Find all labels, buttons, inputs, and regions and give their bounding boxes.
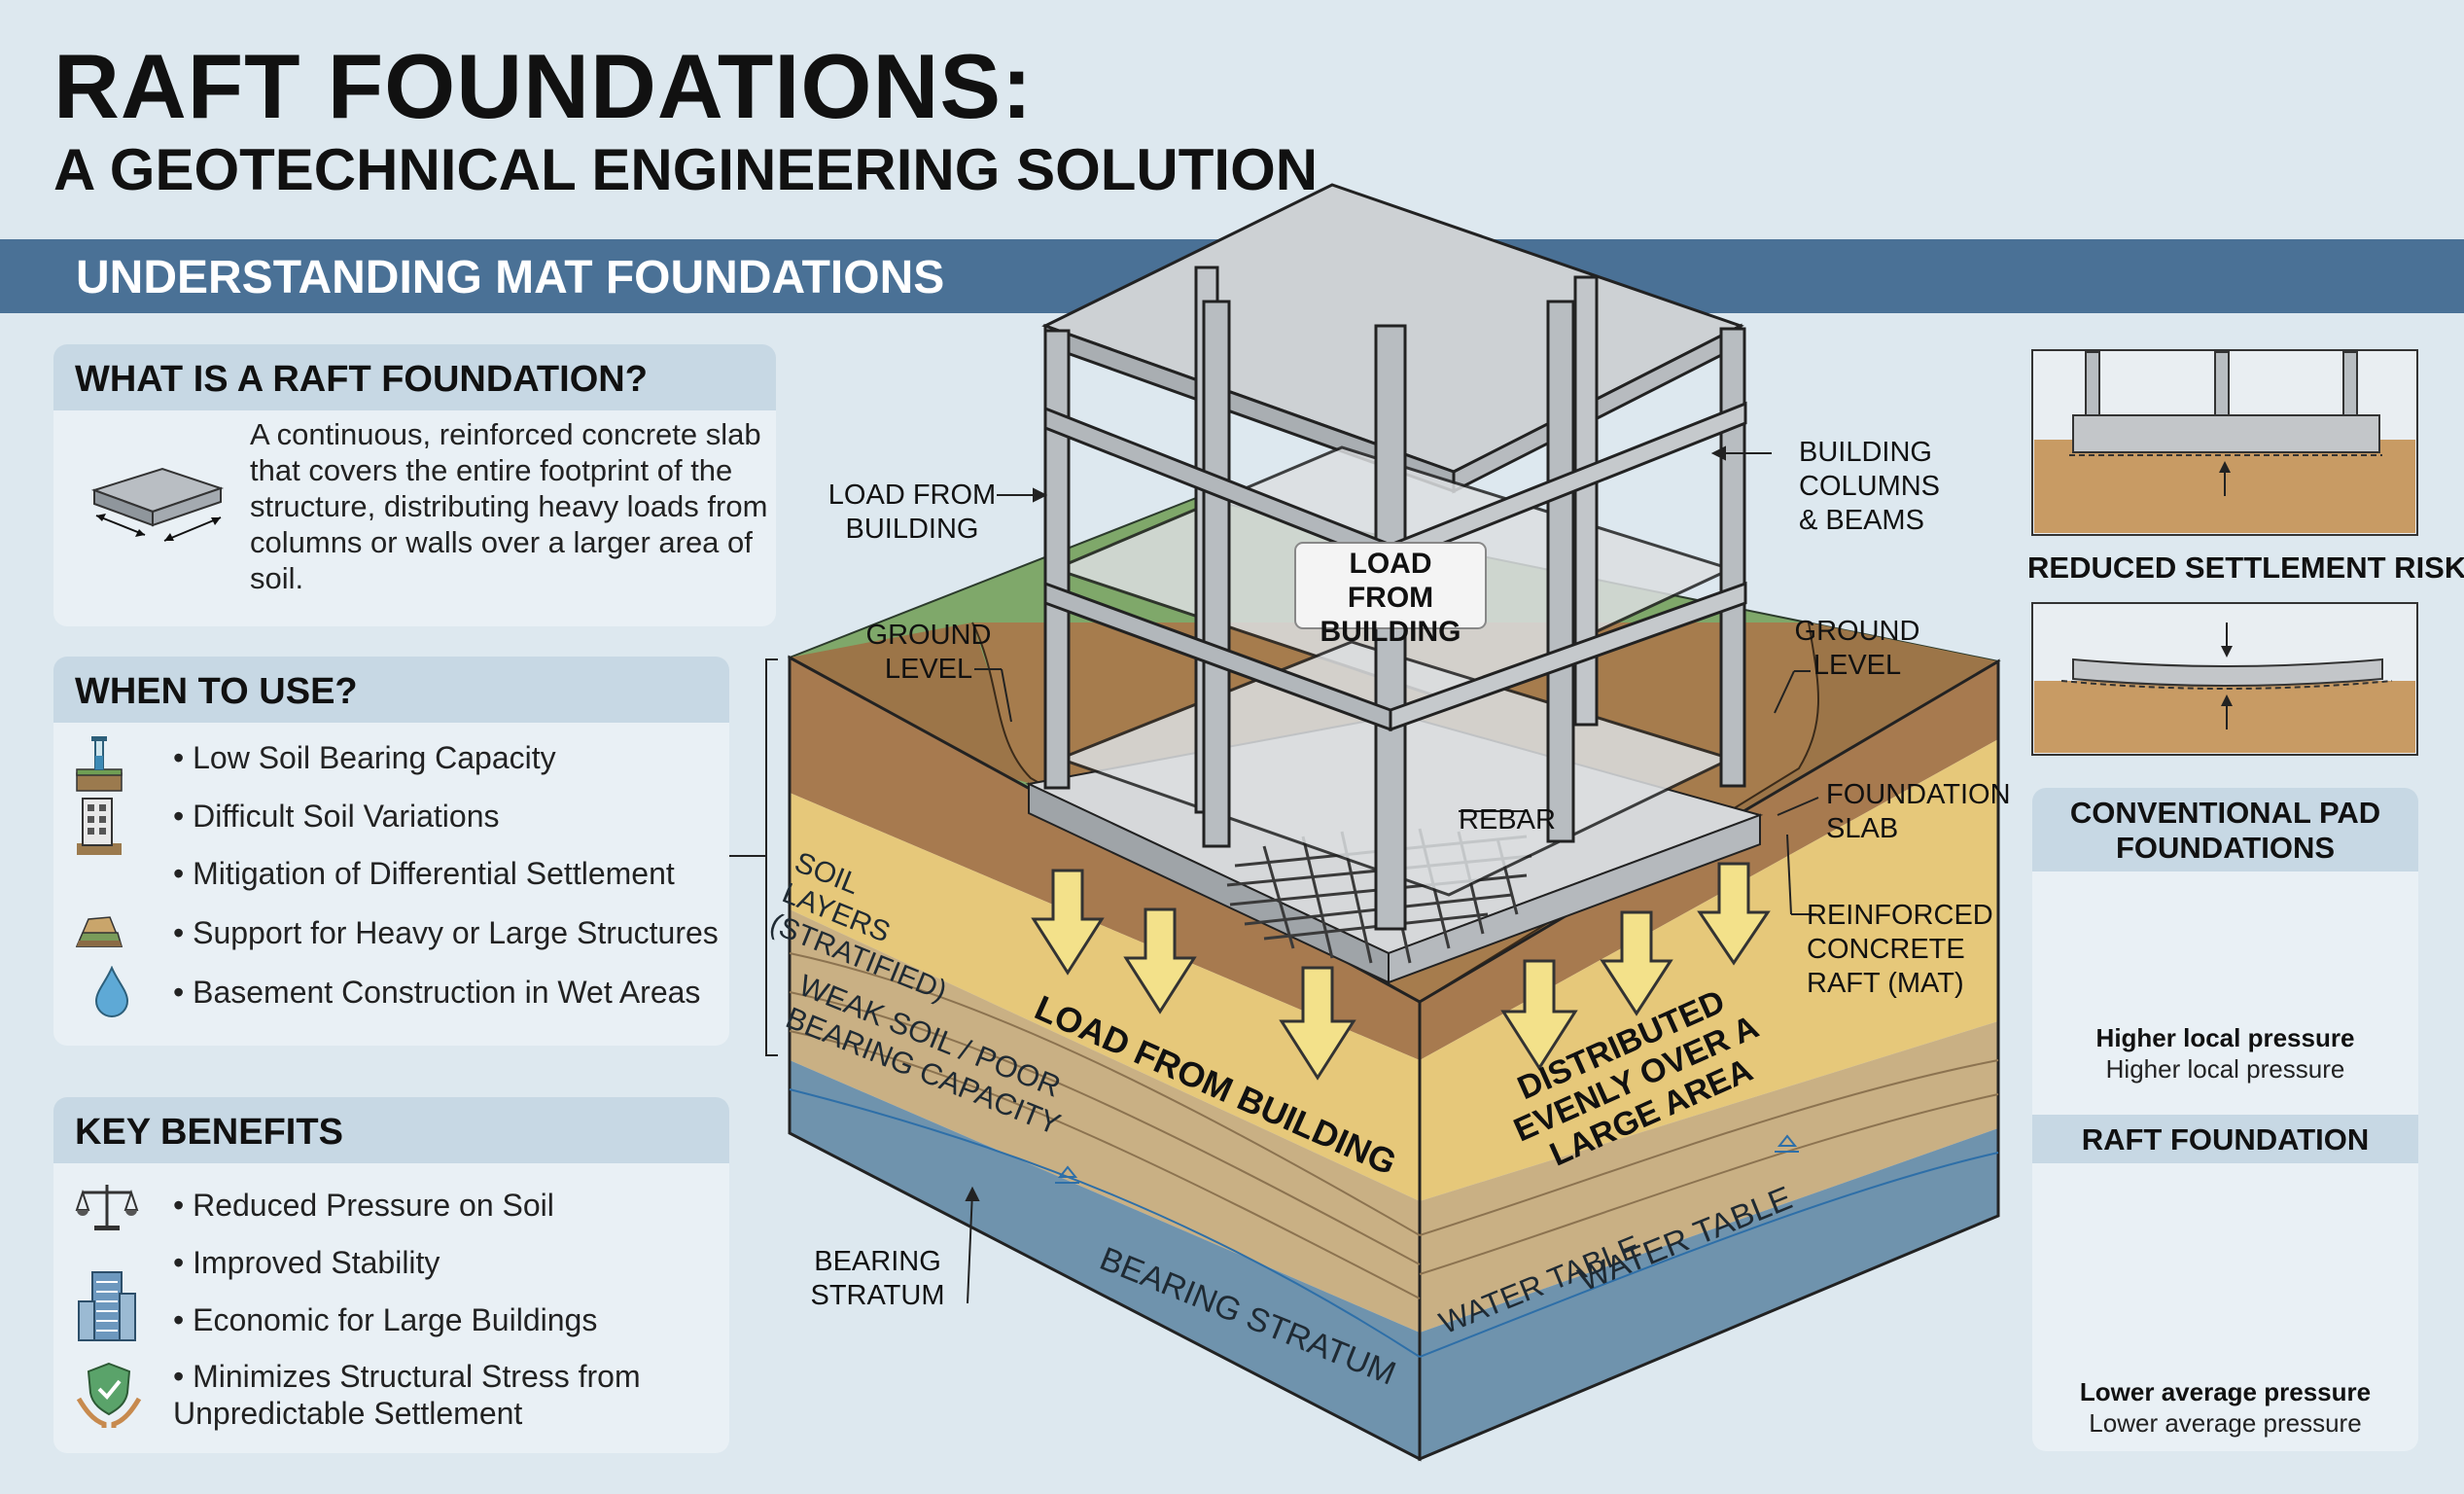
benefit-item-2: • Improved Stability bbox=[173, 1245, 440, 1280]
label-bearing-stratum-left: BEARING STRATUM bbox=[810, 1246, 945, 1311]
what-is-text: A continuous, reinforced concrete slab t… bbox=[250, 417, 768, 595]
label-foundation-slab: FOUNDATION SLAB bbox=[1826, 779, 2011, 844]
benefit-item-2-label: Improved Stability bbox=[193, 1245, 440, 1280]
banner-title: UNDERSTANDING MAT FOUNDATIONS bbox=[76, 252, 945, 303]
what-is-heading: WHAT IS A RAFT FOUNDATION? bbox=[53, 344, 776, 410]
settlement-diagram-bottom bbox=[2031, 602, 2418, 756]
pad-caption-bold: Higher local pressure bbox=[2095, 1023, 2355, 1052]
raft-caption: Lower average pressure bbox=[2089, 1408, 2362, 1438]
when-item-3: • Mitigation of Differential Settlement bbox=[173, 856, 675, 891]
soil-layers-icon bbox=[75, 911, 123, 950]
pad-heading: CONVENTIONAL PAD FOUNDATIONS bbox=[2032, 788, 2418, 872]
when-item-2-label: Difficult Soil Variations bbox=[193, 799, 500, 834]
when-item-1-label: Low Soil Bearing Capacity bbox=[193, 740, 556, 775]
comparison-panel: CONVENTIONAL PAD FOUNDATIONS Higher loca… bbox=[2032, 788, 2418, 1451]
raft-heading: RAFT FOUNDATION bbox=[2032, 1115, 2418, 1163]
slab-icon bbox=[75, 451, 240, 568]
settlement-diagram-top bbox=[2031, 349, 2418, 536]
label-ground-level-right: GROUND LEVEL bbox=[1794, 616, 1920, 681]
shield-hands-icon bbox=[75, 1360, 143, 1428]
when-to-use-panel: WHEN TO USE? • Low Soil Bearing C bbox=[53, 657, 729, 1046]
water-drop-icon bbox=[92, 965, 131, 1018]
subtitle: A GEOTECHNICAL ENGINEERING SOLUTION bbox=[53, 137, 1319, 202]
load-arrows bbox=[1031, 862, 1771, 1081]
label-reinforced-raft: REINFORCED CONCRETE RAFT (MAT) bbox=[1807, 900, 1993, 999]
key-benefits-panel: KEY BENEFITS bbox=[53, 1097, 729, 1453]
when-item-1: • Low Soil Bearing Capacity bbox=[173, 740, 556, 775]
when-to-use-heading: WHEN TO USE? bbox=[53, 657, 729, 723]
key-benefits-heading: KEY BENEFITS bbox=[53, 1097, 729, 1163]
label-load-from-building-center: LOAD FROM BUILDING bbox=[1320, 548, 1461, 648]
pad-caption: Higher local pressure bbox=[2105, 1054, 2345, 1084]
label-load-from-building-left: LOAD FROM BUILDING bbox=[827, 480, 997, 545]
benefit-item-3: • Economic for Large Buildings bbox=[173, 1302, 598, 1337]
when-item-2: • Difficult Soil Variations bbox=[173, 799, 500, 834]
skyscraper-icon bbox=[75, 1268, 139, 1342]
when-item-4-label: Support for Heavy or Large Structures bbox=[193, 915, 719, 950]
benefit-item-3-label: Economic for Large Buildings bbox=[193, 1302, 598, 1337]
soil-test-icon bbox=[75, 734, 123, 795]
label-building-columns: BUILDING COLUMNS & BEAMS bbox=[1799, 437, 1941, 536]
when-item-4: • Support for Heavy or Large Structures bbox=[173, 915, 719, 950]
scales-icon bbox=[75, 1179, 139, 1233]
label-rebar: REBAR bbox=[1459, 804, 1556, 836]
what-is-panel: WHAT IS A RAFT FOUNDATION? A continuous,… bbox=[53, 344, 776, 626]
when-item-3-label: Mitigation of Differential Settlement bbox=[193, 856, 675, 891]
main-title: RAFT FOUNDATIONS: bbox=[53, 35, 1034, 137]
label-ground-level-left: GROUND LEVEL bbox=[865, 620, 992, 685]
when-item-5-label: Basement Construction in Wet Areas bbox=[193, 975, 701, 1010]
settlement-caption: REDUCED SETTLEMENT RISK bbox=[2027, 551, 2464, 585]
building-icon bbox=[75, 793, 123, 857]
benefit-item-1: • Reduced Pressure on Soil bbox=[173, 1188, 554, 1223]
when-item-5: • Basement Construction in Wet Areas bbox=[173, 975, 701, 1010]
benefit-item-4: • Minimizes Structural Stress from Unpre… bbox=[173, 1359, 641, 1431]
raft-caption-bold: Lower average pressure bbox=[2079, 1377, 2372, 1406]
benefit-item-4-label: Minimizes Structural Stress from Unpredi… bbox=[173, 1359, 641, 1431]
benefit-item-1-label: Reduced Pressure on Soil bbox=[193, 1188, 554, 1223]
